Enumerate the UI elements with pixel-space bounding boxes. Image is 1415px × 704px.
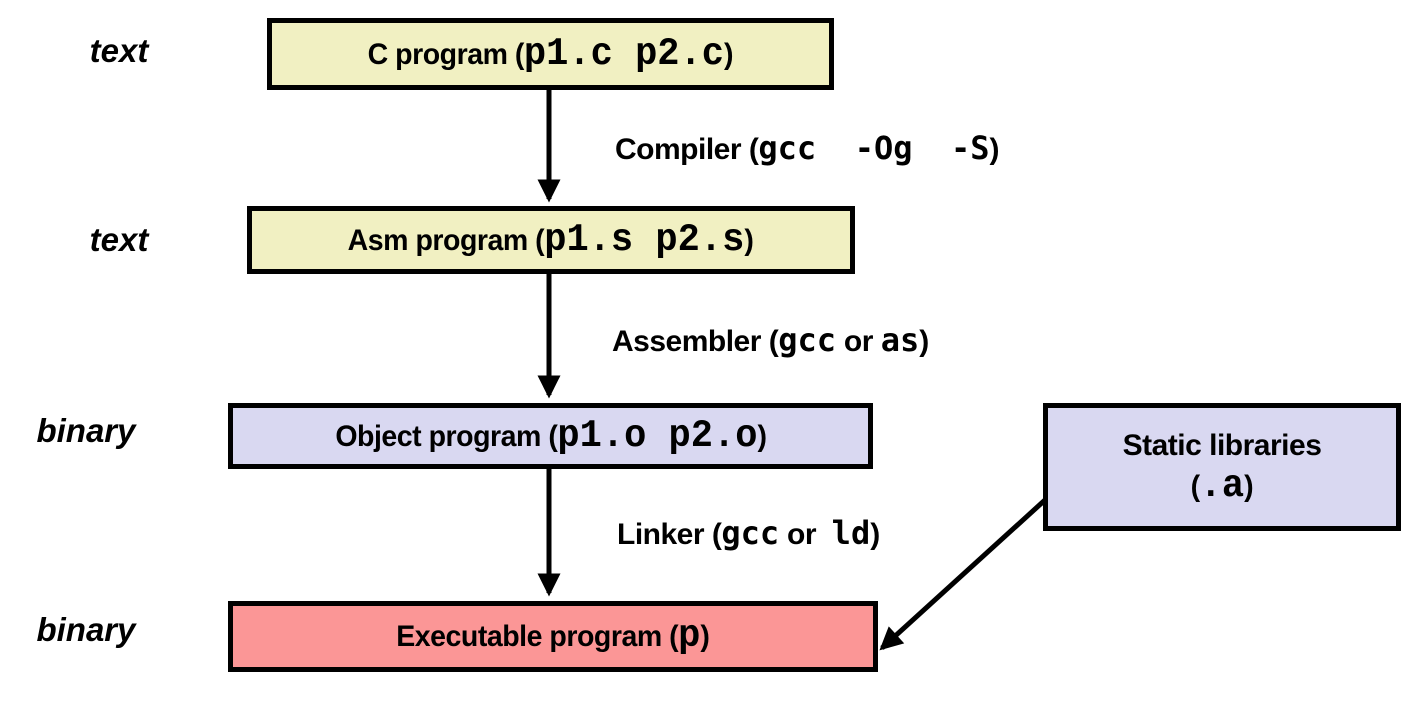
linker-command-1: gcc — [721, 514, 780, 552]
asm-program-label-suffix: ) — [744, 223, 754, 257]
assembler-label-suffix: ) — [919, 325, 929, 358]
executable-program-label: Executable program (p) — [396, 614, 710, 658]
object-program-label-suffix: ) — [757, 419, 767, 453]
c-program-filenames: p1.c p2.c — [524, 31, 725, 76]
box-object-program: Object program (p1.o p2.o) — [228, 403, 873, 469]
compiler-label-suffix: ) — [989, 133, 1000, 166]
compiler-command: gcc -Og -S — [758, 129, 990, 167]
file-type-label-binary-1: binary — [36, 412, 136, 449]
linker-label-or: or — [779, 518, 832, 551]
assembler-label-prefix: Assembler ( — [612, 325, 779, 358]
box-static-libraries: Static libraries (.a) — [1043, 403, 1401, 531]
linker-step-label: Linker (gcc or ld) — [617, 513, 880, 560]
static-libraries-ext-suffix: ) — [1244, 469, 1254, 503]
static-libraries-ext-prefix: ( — [1190, 469, 1200, 503]
linker-label-prefix: Linker ( — [617, 518, 722, 551]
file-type-label-text-2: text — [89, 221, 149, 258]
static-libraries-label: Static libraries (.a) — [1123, 429, 1322, 506]
executable-program-label-suffix: ) — [700, 620, 710, 653]
asm-program-label-prefix: Asm program ( — [348, 223, 545, 257]
compiler-step-label: Compiler (gcc -Og -S) — [615, 128, 1000, 175]
file-type-label-binary-2: binary — [36, 611, 136, 648]
box-asm-program: Asm program (p1.s p2.s) — [247, 206, 855, 274]
executable-program-label-prefix: Executable program ( — [396, 620, 679, 653]
assembler-command-1: gcc — [778, 321, 837, 359]
executable-program-filename: p — [678, 614, 701, 658]
file-type-label-text-1: text — [89, 32, 149, 69]
linker-command-2: ld — [831, 514, 871, 552]
static-libraries-ext: .a — [1199, 463, 1245, 508]
asm-program-filenames: p1.s p2.s — [544, 217, 745, 262]
assembler-label-or: or — [836, 325, 881, 358]
static-libraries-label-line1: Static libraries — [1122, 428, 1322, 462]
compiler-label-prefix: Compiler ( — [615, 133, 759, 166]
asm-program-label: Asm program (p1.s p2.s) — [348, 217, 754, 262]
assembler-command-2: as — [880, 321, 920, 359]
c-program-label-prefix: C program ( — [367, 37, 525, 71]
linker-label-suffix: ) — [870, 518, 880, 551]
c-program-label-suffix: ) — [724, 37, 734, 71]
object-program-label-prefix: Object program ( — [334, 419, 557, 453]
object-program-filenames: p1.o p2.o — [556, 413, 758, 458]
static-libraries-label-line2: (.a) — [1190, 463, 1254, 508]
assembler-step-label: Assembler (gcc or as) — [612, 320, 929, 367]
arrow-static-libraries-to-executable — [879, 498, 1047, 651]
object-program-label: Object program (p1.o p2.o) — [334, 413, 767, 458]
box-executable-program: Executable program (p) — [228, 601, 878, 672]
c-program-label: C program (p1.c p2.c) — [367, 31, 734, 76]
box-c-program: C program (p1.c p2.c) — [267, 18, 834, 90]
